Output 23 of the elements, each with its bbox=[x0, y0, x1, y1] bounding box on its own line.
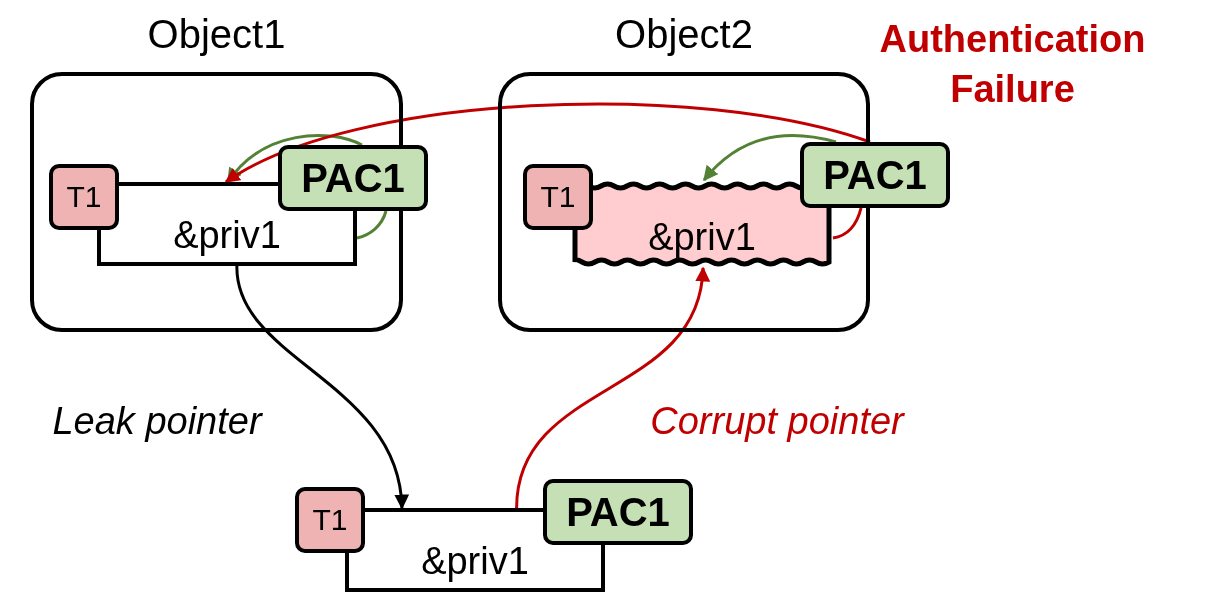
arrow bbox=[235, 265, 408, 510]
connector-line bbox=[832, 207, 863, 240]
pointer-label: &priv1 bbox=[421, 540, 529, 582]
object-title: Object1 bbox=[147, 11, 286, 58]
tag-box bbox=[49, 164, 119, 230]
pac-box bbox=[543, 479, 693, 545]
object-title: Object2 bbox=[615, 11, 753, 58]
connector-line bbox=[356, 210, 388, 240]
pointer-label: &priv1 bbox=[173, 214, 281, 256]
pac-label: PAC1 bbox=[301, 155, 405, 201]
tag-label: T1 bbox=[312, 503, 348, 537]
tag-box bbox=[295, 487, 365, 553]
tag-box bbox=[523, 164, 593, 230]
arrow bbox=[702, 133, 837, 182]
pac-box bbox=[800, 142, 950, 208]
edge-label: Authentication Failure bbox=[878, 17, 1147, 112]
tag-label: T1 bbox=[540, 180, 576, 214]
arrow bbox=[515, 266, 709, 509]
tag-label: T1 bbox=[66, 180, 102, 214]
pac-box bbox=[278, 145, 428, 211]
pac-label: PAC1 bbox=[566, 489, 670, 535]
pointer-label: &priv1 bbox=[648, 216, 756, 258]
pac-label: PAC1 bbox=[823, 152, 927, 198]
